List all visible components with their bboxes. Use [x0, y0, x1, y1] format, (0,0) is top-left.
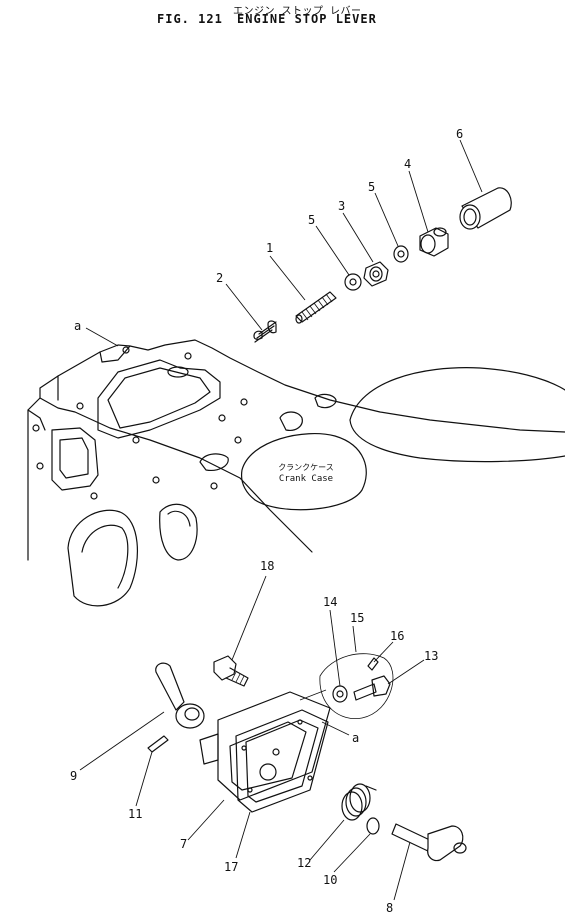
callout-17: 17 [224, 860, 238, 874]
reference-a-top: a [74, 319, 81, 333]
callout-4: 4 [404, 157, 411, 171]
callout-18: 18 [260, 559, 274, 573]
part-15-group-outline [319, 653, 394, 719]
callout-11: 11 [128, 807, 142, 821]
figure-title-japanese: エンジン ストップ レバー [233, 6, 362, 17]
group-link-line [299, 689, 327, 701]
figure-number: FIG. 121 [157, 12, 223, 26]
crank-case-label-jp: クランクケース [278, 463, 334, 472]
figure-title: ENGINE STOP LEVER [237, 12, 377, 26]
part-16-clip [367, 657, 379, 671]
callout-8: 8 [386, 901, 393, 913]
part-1-adjusting-bolt [295, 291, 337, 324]
part-11-pin [147, 735, 169, 753]
part-12-spring [341, 783, 377, 821]
callout-7: 7 [180, 837, 187, 851]
part-5-washer-2 [393, 245, 409, 263]
part-9-lever [155, 662, 205, 729]
callout-labels: 1 2 3 4 5 5 6 a a 18 14 15 16 13 9 11 7 … [70, 127, 463, 913]
gear-housing-outline [27, 339, 565, 607]
callout-5a: 5 [308, 213, 315, 227]
part-17-gasket [235, 709, 329, 813]
callout-10: 10 [323, 873, 337, 887]
part-18-bolt [213, 655, 249, 687]
callout-13: 13 [424, 649, 438, 663]
callout-6: 6 [456, 127, 463, 141]
callout-1: 1 [266, 241, 273, 255]
callout-12: 12 [297, 856, 311, 870]
callout-16: 16 [390, 629, 404, 643]
part-6-cap-sleeve [459, 187, 512, 230]
part-7-housing [199, 691, 331, 801]
part-10-snap-ring [366, 817, 380, 835]
part-8-shaft [391, 823, 467, 862]
leader-lines [79, 139, 483, 901]
callout-3: 3 [338, 199, 345, 213]
callout-5b: 5 [368, 180, 375, 194]
callout-9: 9 [70, 769, 77, 783]
part-14-washer [332, 685, 348, 703]
callout-15: 15 [350, 611, 364, 625]
crank-case-label-en: Crank Case [279, 474, 333, 484]
part-5-washer [344, 273, 362, 291]
callout-14: 14 [323, 595, 337, 609]
part-4-nut [419, 227, 449, 257]
part-2-spring [253, 320, 277, 343]
reference-a-bottom: a [352, 731, 359, 745]
part-13-bolt [353, 675, 391, 701]
part-3-nut [363, 261, 389, 287]
callout-2: 2 [216, 271, 223, 285]
